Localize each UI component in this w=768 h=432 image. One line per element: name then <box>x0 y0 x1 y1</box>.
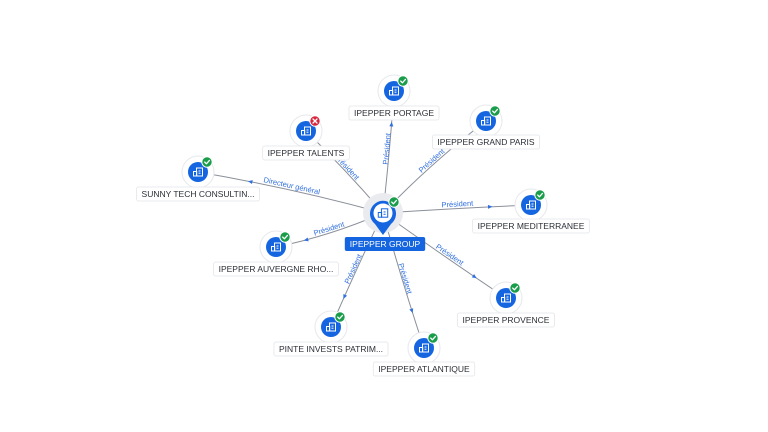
edge-label-portage: Président <box>381 132 393 165</box>
edge-arrow-icon <box>343 294 348 299</box>
edge-arrow-icon <box>303 237 309 242</box>
building-icon <box>193 167 203 177</box>
edge-arrow-icon <box>247 180 253 185</box>
building-icon <box>377 208 389 218</box>
edge-label-mediterranee: Président <box>441 199 474 210</box>
node-label: IPEPPER PORTAGE <box>354 108 434 118</box>
building-icon <box>271 242 281 252</box>
node-label: IPEPPER AUVERGNE RHO... <box>219 264 334 274</box>
node-mediterranee[interactable]: IPEPPER MEDITERRANEE <box>472 188 590 234</box>
edge-label-atlantique: Président <box>396 262 414 296</box>
node-label: IPEPPER MEDITERRANEE <box>478 221 585 231</box>
node-grand-paris[interactable]: IPEPPER GRAND PARIS <box>432 104 540 150</box>
status-closed-icon <box>309 115 321 127</box>
edge-label-pinte: Président <box>343 252 365 285</box>
node-talents[interactable]: IPEPPER TALENTS <box>262 114 350 161</box>
node-label: IPEPPER TALENTS <box>268 148 345 158</box>
edge-label-auvergne: Président <box>313 219 347 237</box>
status-active-icon <box>334 311 346 323</box>
status-active-icon <box>388 196 400 208</box>
center-node[interactable]: IPEPPER GROUP <box>344 193 426 251</box>
building-icon <box>481 116 491 126</box>
building-icon <box>526 200 536 210</box>
node-auvergne[interactable]: IPEPPER AUVERGNE RHO... <box>213 230 339 277</box>
node-atlantique[interactable]: IPEPPER ATLANTIQUE <box>372 331 476 377</box>
node-portage[interactable]: IPEPPER PORTAGE <box>348 74 440 121</box>
edge-label-provence: Président <box>434 242 466 268</box>
edge-atlantique: Président <box>382 212 425 349</box>
building-icon <box>501 293 511 303</box>
edge-label-grand-paris: Président <box>417 146 447 174</box>
node-label: IPEPPER PROVENCE <box>463 315 550 325</box>
center-node-label: IPEPPER GROUP <box>350 239 421 249</box>
node-provence[interactable]: IPEPPER PROVENCE <box>457 281 555 328</box>
edge-arrow-icon <box>409 308 414 314</box>
status-active-icon <box>397 75 409 87</box>
status-active-icon <box>427 332 439 344</box>
status-active-icon <box>509 282 521 294</box>
status-active-icon <box>489 105 501 117</box>
edge-arrow-icon <box>487 204 493 209</box>
status-active-icon <box>201 156 213 168</box>
node-pinte[interactable]: PINTE INVESTS PATRIM... <box>273 310 389 357</box>
node-label: PINTE INVESTS PATRIM... <box>279 344 383 354</box>
building-icon <box>301 126 311 136</box>
node-label: SUNNY TECH CONSULTIN... <box>142 189 255 199</box>
edge-mediterranee: Président <box>382 199 532 214</box>
edge-arrow-icon <box>471 274 477 279</box>
edge-arrow-icon <box>389 121 394 127</box>
edge-label-sunny-tech: Directeur général <box>263 175 321 196</box>
node-label: IPEPPER GRAND PARIS <box>437 137 534 147</box>
building-icon <box>389 86 399 96</box>
status-active-icon <box>279 231 291 243</box>
node-label: IPEPPER ATLANTIQUE <box>378 364 470 374</box>
building-icon <box>419 343 429 353</box>
node-sunny-tech[interactable]: SUNNY TECH CONSULTIN... <box>136 155 260 202</box>
building-icon <box>326 322 336 332</box>
status-active-icon <box>534 189 546 201</box>
